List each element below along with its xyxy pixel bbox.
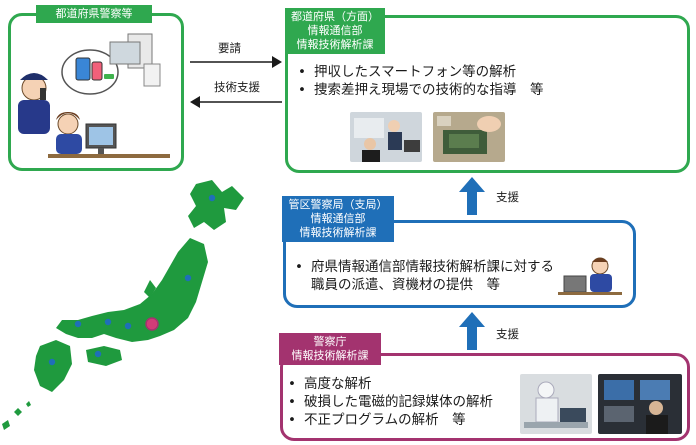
npa-bullet-3: 不正プログラムの解析 等	[284, 411, 493, 429]
prefectural-police-tag: 都道府県警察等	[36, 5, 152, 23]
tech-support-arrow	[190, 96, 282, 108]
regional-bureau-tag-line-1: 管区警察局（支局）	[288, 198, 388, 211]
npa-tag: 警察庁 情報技術解析課	[279, 333, 381, 365]
regional-bureau-bullet-1: 府県情報通信部情報技術解析課に対する	[291, 258, 554, 276]
prefecture-unit-tag-line-2: 情報通信部	[307, 24, 363, 37]
support-label-upper: 支援	[496, 190, 519, 204]
regional-bureau-tag-line-2: 情報通信部	[310, 212, 366, 225]
japan-map	[2, 180, 244, 430]
photo-malware-analysis	[598, 374, 682, 434]
tech-support-label: 技術支援	[214, 80, 260, 94]
regional-bureau-bullet-2: 職員の派遣、資機材の提供 等	[311, 277, 500, 293]
npa-bullet-2: 破損した電磁的記録媒体の解析	[284, 393, 493, 411]
support-arrow-upper	[459, 177, 485, 215]
prefecture-unit-tag: 都道府県（方面） 情報通信部 情報技術解析課	[285, 8, 385, 54]
prefecture-unit-tag-line-1: 都道府県（方面）	[291, 10, 379, 23]
photo-technical-guidance	[350, 112, 422, 162]
support-label-lower: 支援	[496, 327, 519, 341]
regional-bureau-bullets: 府県情報通信部情報技術解析課に対する 職員の派遣、資機材の提供 等	[291, 258, 554, 294]
photo-device-analysis	[433, 112, 505, 162]
regional-bureau-tag: 管区警察局（支局） 情報通信部 情報技術解析課	[282, 196, 394, 242]
police-officer-illustration	[18, 33, 170, 158]
npa-bullets: 高度な解析 破損した電磁的記録媒体の解析 不正プログラムの解析 等	[284, 375, 493, 429]
analyst-at-computer-illustration	[558, 257, 622, 295]
npa-tag-line-1: 警察庁	[313, 335, 347, 348]
npa-bullet-1: 高度な解析	[284, 375, 493, 393]
prefecture-unit-bullet-2: 捜索差押え現場での技術的な指導 等	[294, 81, 544, 99]
prefecture-unit-bullets: 押収したスマートフォン等の解析 捜索差押え現場での技術的な指導 等	[294, 63, 544, 99]
prefecture-unit-tag-line-3: 情報技術解析課	[296, 38, 374, 51]
npa-tag-line-2: 情報技術解析課	[291, 349, 369, 362]
prefecture-unit-bullet-1: 押収したスマートフォン等の解析	[294, 63, 544, 81]
request-arrow	[190, 56, 282, 68]
photo-cleanroom-analysis	[520, 374, 592, 434]
regional-bureau-tag-line-3: 情報技術解析課	[299, 226, 377, 239]
support-arrow-lower	[459, 312, 485, 350]
request-label: 要請	[218, 41, 241, 55]
